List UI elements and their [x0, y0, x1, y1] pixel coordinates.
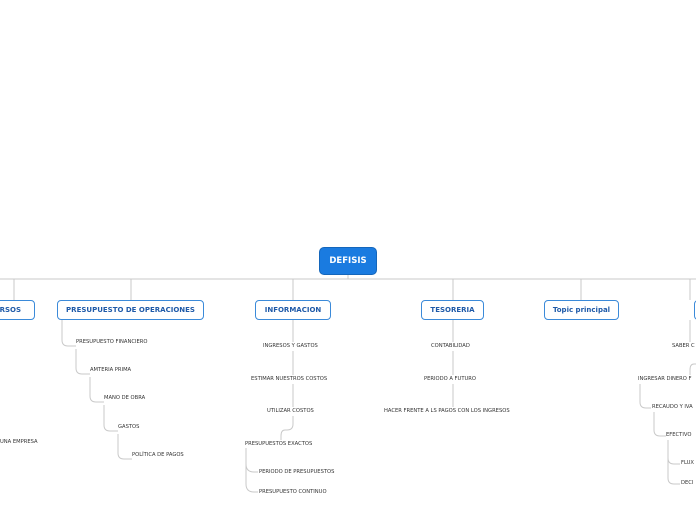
tesoreria-item[interactable]: PERIODO A FUTURO — [424, 376, 476, 382]
right-item[interactable]: INGRESAR DINERO F — [638, 376, 692, 382]
tesoreria-item[interactable]: CONTABILIDAD — [431, 343, 470, 349]
informacion-item[interactable]: INGRESOS Y GASTOS — [263, 343, 318, 349]
tesoreria-item[interactable]: HACER FRENTE A LS PAGOS CON LOS INGRESOS — [384, 408, 510, 414]
informacion-item[interactable]: PRESUPUESTO CONTINUO — [259, 489, 327, 495]
topic-tesoreria[interactable]: TESORERIA — [421, 300, 484, 320]
right-item[interactable]: EFECTIVO — [666, 432, 692, 438]
informacion-item[interactable]: PERIODO DE PRESUPUESTOS — [259, 469, 335, 475]
presupuesto-item[interactable]: AMTERIA PRIMA — [90, 367, 132, 373]
right-item[interactable]: SABER C — [672, 343, 695, 349]
topic-presupuesto-de-operaciones[interactable]: PRESUPUESTO DE OPERACIONES — [57, 300, 204, 320]
central-topic[interactable]: DEFISIS — [320, 248, 376, 274]
presupuesto-item[interactable]: POLÍTICA DE PAGOS — [132, 452, 184, 458]
right-item[interactable]: DECI — [681, 480, 694, 486]
topic-recursos[interactable]: URSOS — [0, 300, 35, 320]
right-item[interactable]: RECAUDO Y IVA — [652, 404, 693, 410]
informacion-item[interactable]: PRESUPUESTOS EXACTOS — [245, 441, 313, 447]
informacion-item[interactable]: UTILIZAR COSTOS — [267, 408, 314, 414]
right-item[interactable]: FLUX — [681, 460, 694, 466]
topic-informacion[interactable]: INFORMACION — [255, 300, 331, 320]
presupuesto-item[interactable]: MANO DE OBRA — [104, 395, 146, 401]
presupuesto-item[interactable]: PRESUPUESTO FINANCIERO — [76, 339, 148, 345]
topic-principal[interactable]: Topic principal — [544, 300, 619, 320]
informacion-item[interactable]: ESTIMAR NUESTROS COSTOS — [251, 376, 328, 382]
presupuesto-item[interactable]: GASTOS — [118, 424, 140, 430]
recursos-item[interactable]: UNA EMPRESA — [0, 439, 38, 445]
